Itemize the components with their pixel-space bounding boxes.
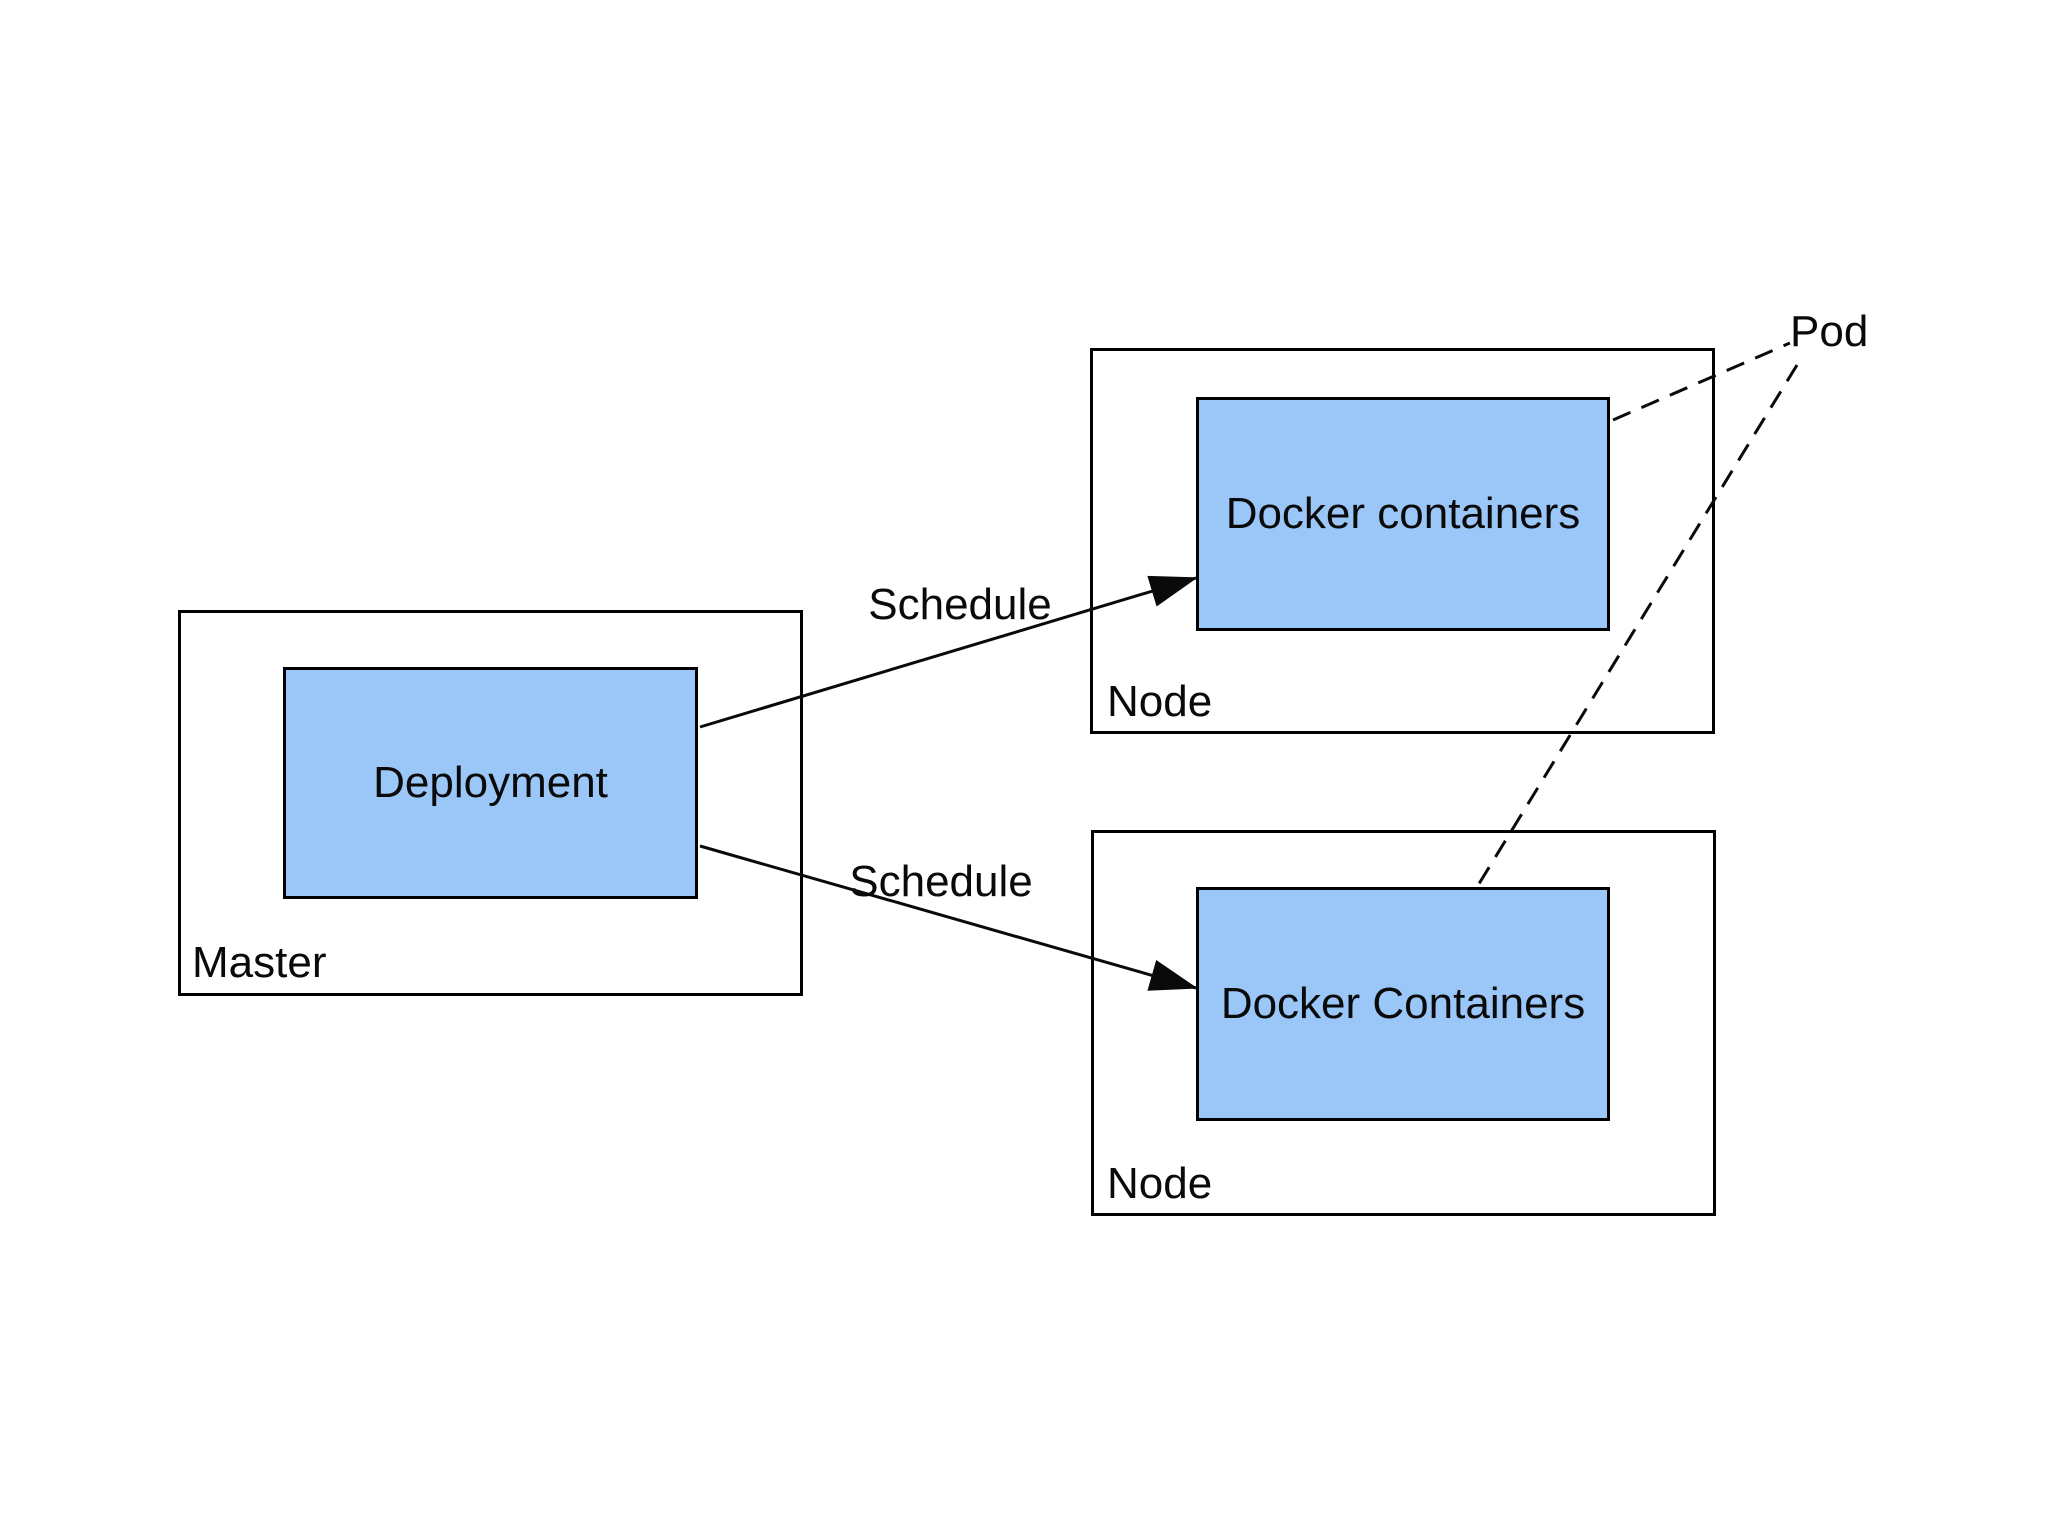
docker-containers-top-label: Docker containers xyxy=(1225,489,1581,538)
node-top-label: Node xyxy=(1107,677,1213,726)
schedule-top-label: Schedule xyxy=(868,580,1052,629)
docker-containers-bottom-box: Docker Containers xyxy=(1196,887,1610,1121)
node-bottom-label: Node xyxy=(1107,1159,1213,1208)
pod-label: Pod xyxy=(1790,307,1869,356)
docker-containers-top-box: Docker containers xyxy=(1196,397,1610,631)
schedule-bottom-label: Schedule xyxy=(849,857,1033,906)
deployment-box: Deployment xyxy=(283,667,698,899)
deployment-label: Deployment xyxy=(373,758,608,807)
docker-containers-bottom-label: Docker Containers xyxy=(1220,979,1586,1028)
master-label: Master xyxy=(192,938,327,987)
